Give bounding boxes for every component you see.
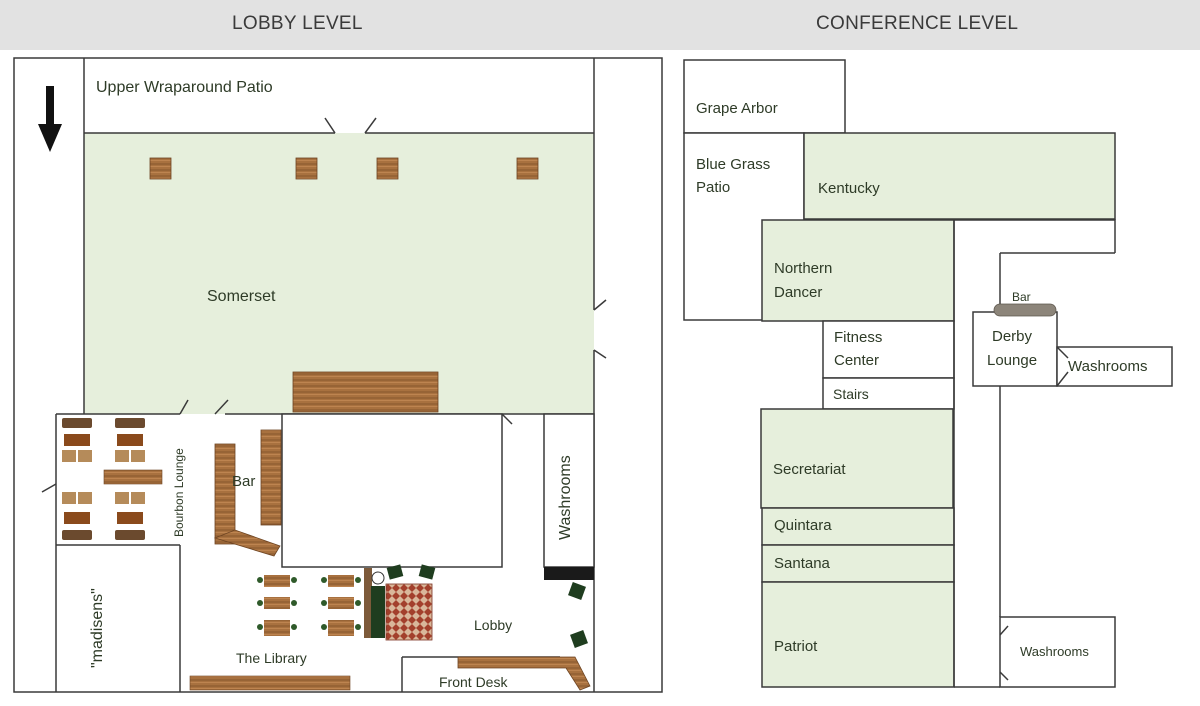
blue-grass-label-line1: Blue Grass [696,156,770,173]
pillar [376,157,399,180]
washrooms-upper-label: Washrooms [1068,358,1147,375]
washrooms-upper-room[interactable] [1056,346,1173,387]
secretariat-label: Secretariat [773,461,846,478]
bourbon-lounge-furniture [62,418,163,540]
lobby-level-plan [13,57,663,693]
library-tables [189,575,361,691]
grape-arbor-label: Grape Arbor [696,100,778,117]
stairs-label: Stairs [833,386,869,402]
lobby-level-title: LOBBY LEVEL [232,13,363,34]
front-desk-label: Front Desk [439,674,508,690]
derby-lounge-label-line2: Lounge [987,352,1037,369]
pillar [295,157,318,180]
kentucky-label: Kentucky [818,180,880,197]
derby-bar-label: Bar [1012,290,1031,304]
lobby-label: Lobby [474,617,512,633]
fitness-center-label-line1: Fitness [834,329,882,346]
conference-level-plan [683,59,1173,688]
derby-lounge-room[interactable] [972,311,1058,387]
down-arrow-icon [38,86,62,152]
northern-dancer-label-line1: Northern [774,260,832,277]
conference-level-title: CONFERENCE LEVEL [816,13,1019,34]
bourbon-lounge-label: Bourbon Lounge [172,448,186,537]
upper-patio-label: Upper Wraparound Patio [96,79,273,96]
secretariat-room[interactable] [760,408,954,509]
washrooms-lower-room[interactable] [999,616,1116,688]
santana-label: Santana [774,555,831,572]
library-label: The Library [236,650,307,666]
derby-lounge-label-line1: Derby [992,328,1033,345]
northern-dancer-room[interactable] [761,219,955,322]
patriot-label: Patriot [774,638,818,655]
madisens-label: "madisens" [89,588,106,668]
quintara-label: Quintara [774,517,832,534]
somerset-pillars [149,157,539,180]
patriot-room[interactable] [761,581,955,688]
northern-dancer-label-line2: Dancer [774,284,822,301]
pillar [149,157,172,180]
fitness-center-label-line2: Center [834,352,879,369]
somerset-label: Somerset [207,288,276,305]
lobby-washrooms-room[interactable] [543,413,595,568]
bar-counter [213,429,282,557]
pillar [516,157,539,180]
blue-grass-label-line2: Patio [696,179,730,196]
bar-label: Bar [232,473,255,490]
lobby-washrooms-label: Washrooms [557,455,574,540]
derby-bar-counter [993,303,1057,317]
level-header-bar: LOBBY LEVEL CONFERENCE LEVEL [0,0,1200,50]
lobby-seating [364,564,588,648]
somerset-room[interactable] [84,133,594,414]
kentucky-room[interactable] [803,132,1116,220]
somerset-stage [292,371,439,413]
fitness-center-room[interactable] [822,320,955,379]
grape-arbor-room[interactable] [683,59,846,134]
washrooms-lower-label: Washrooms [1020,644,1089,659]
front-desk-counter [457,656,591,691]
santana-room[interactable] [761,544,955,583]
